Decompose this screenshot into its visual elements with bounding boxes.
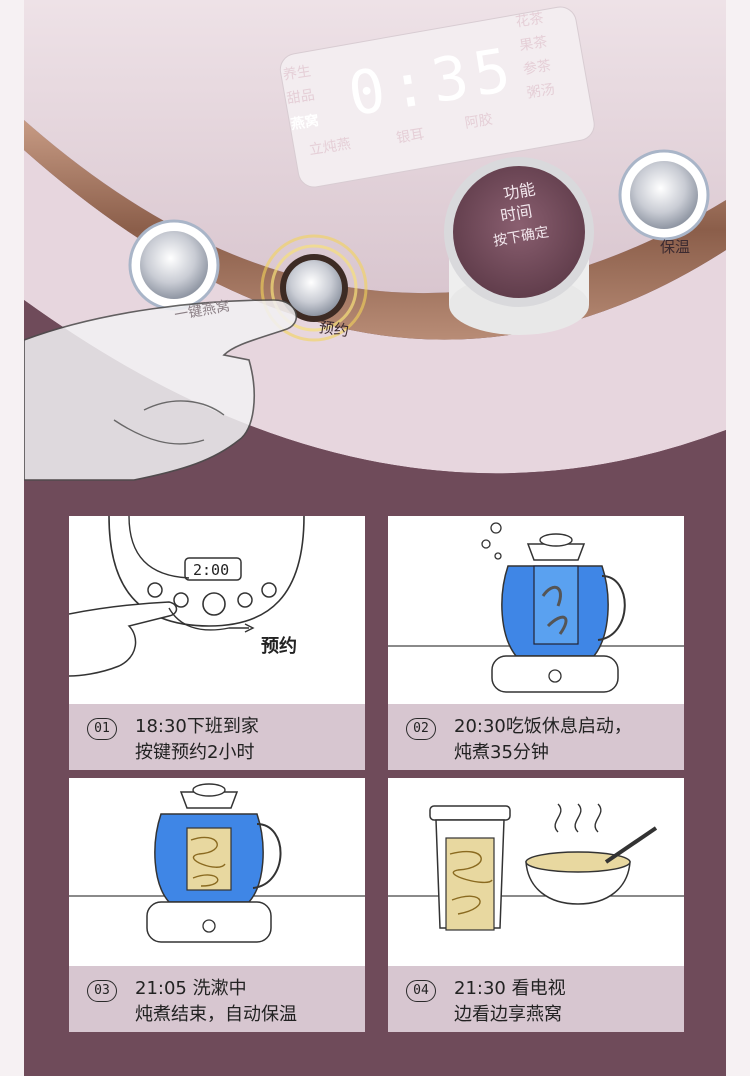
step-01-illustration bbox=[69, 516, 305, 677]
step-01-number: 01 bbox=[87, 718, 117, 740]
step-02-number: 02 bbox=[406, 718, 436, 740]
step-04-line2: 边看边享燕窝 bbox=[454, 1004, 562, 1025]
step-03-line1: 21:05 洗漱中 bbox=[135, 978, 247, 999]
step-01-pointer-label: 预约 bbox=[261, 636, 297, 657]
step-01-display: 2:00 bbox=[193, 561, 230, 579]
mode-label: 粥汤 bbox=[525, 81, 556, 102]
keep-warm-label: 保温 bbox=[660, 238, 691, 256]
step-04-caption: 04 21:30 看电视 边看边享燕窝 bbox=[388, 966, 684, 1032]
step-04-line1: 21:30 看电视 bbox=[454, 978, 566, 999]
step-panel-04: 04 21:30 看电视 边看边享燕窝 bbox=[388, 778, 684, 1032]
hero-device-closeup: 0:35 养生 甜品 燕窝 立炖燕 花茶 果茶 参茶 粥汤 银耳 阿胶 功能 时… bbox=[24, 0, 726, 500]
step-02-caption: 02 20:30吃饭休息启动， 炖煮35分钟 bbox=[388, 704, 684, 770]
mode-label: 养生 bbox=[281, 63, 313, 84]
step-03-illustration bbox=[69, 783, 365, 943]
step-03-caption: 03 21:05 洗漱中 炖煮结束，自动保温 bbox=[69, 966, 365, 1032]
device-base-illustration bbox=[24, 0, 726, 500]
step-03-line2: 炖煮结束，自动保温 bbox=[135, 1004, 297, 1025]
step-01-line1: 18:30下班到家 bbox=[135, 716, 259, 737]
mode-label: 阿胶 bbox=[463, 111, 494, 132]
mode-label: 果茶 bbox=[518, 34, 549, 55]
left-border-pattern bbox=[0, 0, 24, 1076]
display-time: 0:35 bbox=[343, 34, 522, 131]
mode-label: 花茶 bbox=[514, 10, 545, 31]
step-02-line1: 20:30吃饭休息启动， bbox=[454, 716, 632, 737]
step-04-illustration bbox=[388, 803, 684, 931]
step-02-illustration bbox=[388, 522, 684, 693]
mode-label: 甜品 bbox=[285, 87, 316, 108]
step-01-line2: 按键预约2小时 bbox=[135, 742, 255, 763]
main-poster: 0:35 养生 甜品 燕窝 立炖燕 花茶 果茶 参茶 粥汤 银耳 阿胶 功能 时… bbox=[24, 0, 726, 1076]
right-border-pattern bbox=[726, 0, 750, 1076]
mode-label: 银耳 bbox=[395, 126, 426, 147]
step-03-number: 03 bbox=[87, 980, 117, 1002]
mode-label: 参茶 bbox=[522, 57, 553, 79]
step-02-line2: 炖煮35分钟 bbox=[454, 742, 549, 763]
step-panel-03: 03 21:05 洗漱中 炖煮结束，自动保温 bbox=[69, 778, 365, 1032]
mode-label-active: 燕窝 bbox=[289, 112, 320, 134]
step-panel-01: 2:00 预约 01 18:30下班到家 按键预约2小时 bbox=[69, 516, 365, 770]
step-panel-02: 02 20:30吃饭休息启动， 炖煮35分钟 bbox=[388, 516, 684, 770]
step-04-number: 04 bbox=[406, 980, 436, 1002]
preset-label: 预约 bbox=[317, 317, 351, 340]
step-01-caption: 01 18:30下班到家 按键预约2小时 bbox=[69, 704, 365, 770]
mode-label: 立炖燕 bbox=[307, 136, 352, 159]
